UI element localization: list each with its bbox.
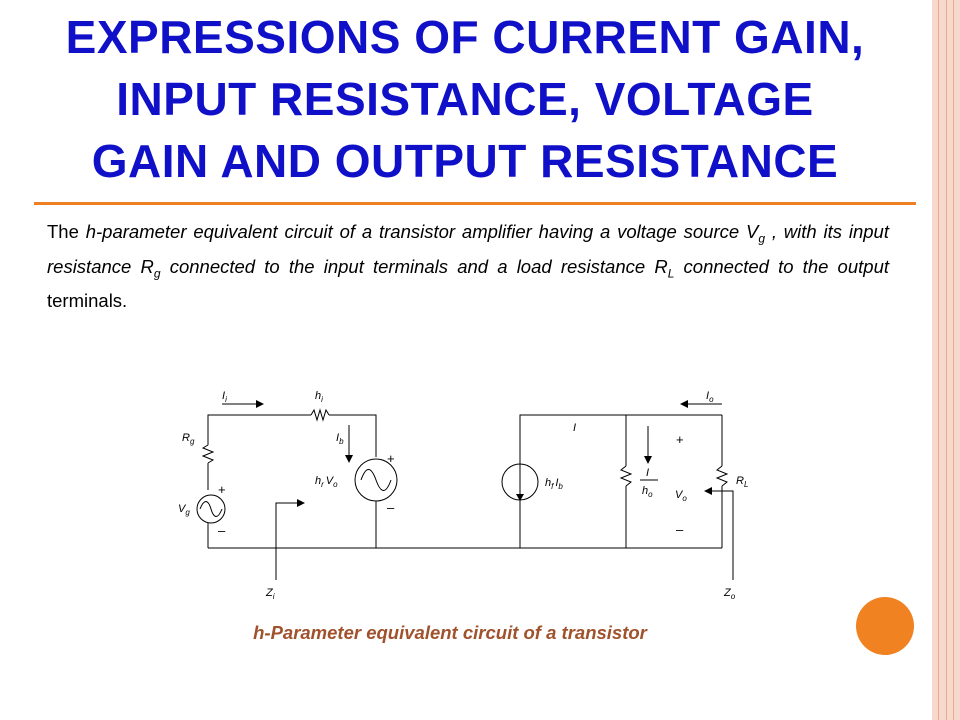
para-part-1: The xyxy=(47,221,86,242)
para-part-4: connected to the input terminals and a l… xyxy=(160,255,668,277)
para-sub-g2: g xyxy=(153,266,161,281)
source-hrvo xyxy=(354,458,398,502)
source-hrvo-wave xyxy=(360,469,392,491)
label-io: Io xyxy=(706,390,714,404)
label-ii: Ii xyxy=(222,390,227,404)
polarity-plus-vg: + xyxy=(218,482,226,497)
resistor-rl xyxy=(715,465,729,487)
label-zo: Zo xyxy=(723,587,736,601)
wire-hf-left xyxy=(519,414,722,548)
label-ib: Ib xyxy=(336,432,344,446)
title-line-2: INPUT RESISTANCE, VOLTAGE xyxy=(116,73,814,125)
wire-left-top xyxy=(207,414,311,445)
slide-border-decoration xyxy=(932,0,960,720)
figure-caption: h-Parameter equivalent circuit of a tran… xyxy=(253,622,647,643)
source-vg-wave xyxy=(199,501,223,517)
arrow-zi xyxy=(275,502,297,580)
para-part-3: , with its input resistance R xyxy=(47,221,889,277)
polarity-minus-hrvo: – xyxy=(387,500,395,515)
para-part-2: h-parameter equivalent circuit of a tran… xyxy=(85,221,759,242)
label-zi: Zi xyxy=(265,587,275,601)
label-hi: hi xyxy=(315,390,323,404)
label-vg: Vg xyxy=(178,503,190,517)
title-line-3: GAIN AND OUTPUT RESISTANCE xyxy=(91,135,839,187)
para-part-6: terminals. xyxy=(47,290,128,312)
resistor-ho xyxy=(619,465,633,487)
slide-title: EXPRESSIONS OF CURRENT GAIN, INPUT RESIS… xyxy=(10,6,920,192)
polarity-minus-vo: – xyxy=(676,522,684,537)
polarity-plus-vo: + xyxy=(676,432,684,447)
resistor-rg xyxy=(201,444,215,464)
para-sub-L: L xyxy=(667,266,675,281)
label-frac-den: ho xyxy=(642,485,653,499)
label-i: I xyxy=(573,422,576,434)
resistor-hi xyxy=(310,408,330,422)
title-line-1: EXPRESSIONS OF CURRENT GAIN, xyxy=(65,11,865,63)
para-sub-g1: g xyxy=(758,231,765,246)
decorative-orange-circle xyxy=(856,597,914,655)
source-vg xyxy=(196,494,226,524)
body-paragraph: The h-parameter equivalent circuit of a … xyxy=(47,218,889,314)
title-underline xyxy=(34,202,916,205)
arrow-zo xyxy=(712,490,734,580)
label-vo: Vo xyxy=(675,489,687,503)
label-rg: Rg xyxy=(182,432,195,446)
label-rl: RL xyxy=(736,475,748,489)
polarity-minus-vg: – xyxy=(218,523,226,538)
polarity-plus-hrvo: + xyxy=(387,451,395,466)
label-frac-num: I xyxy=(646,467,649,479)
wire-top-to-source xyxy=(329,414,377,457)
para-part-5: connected to the output xyxy=(674,255,889,277)
